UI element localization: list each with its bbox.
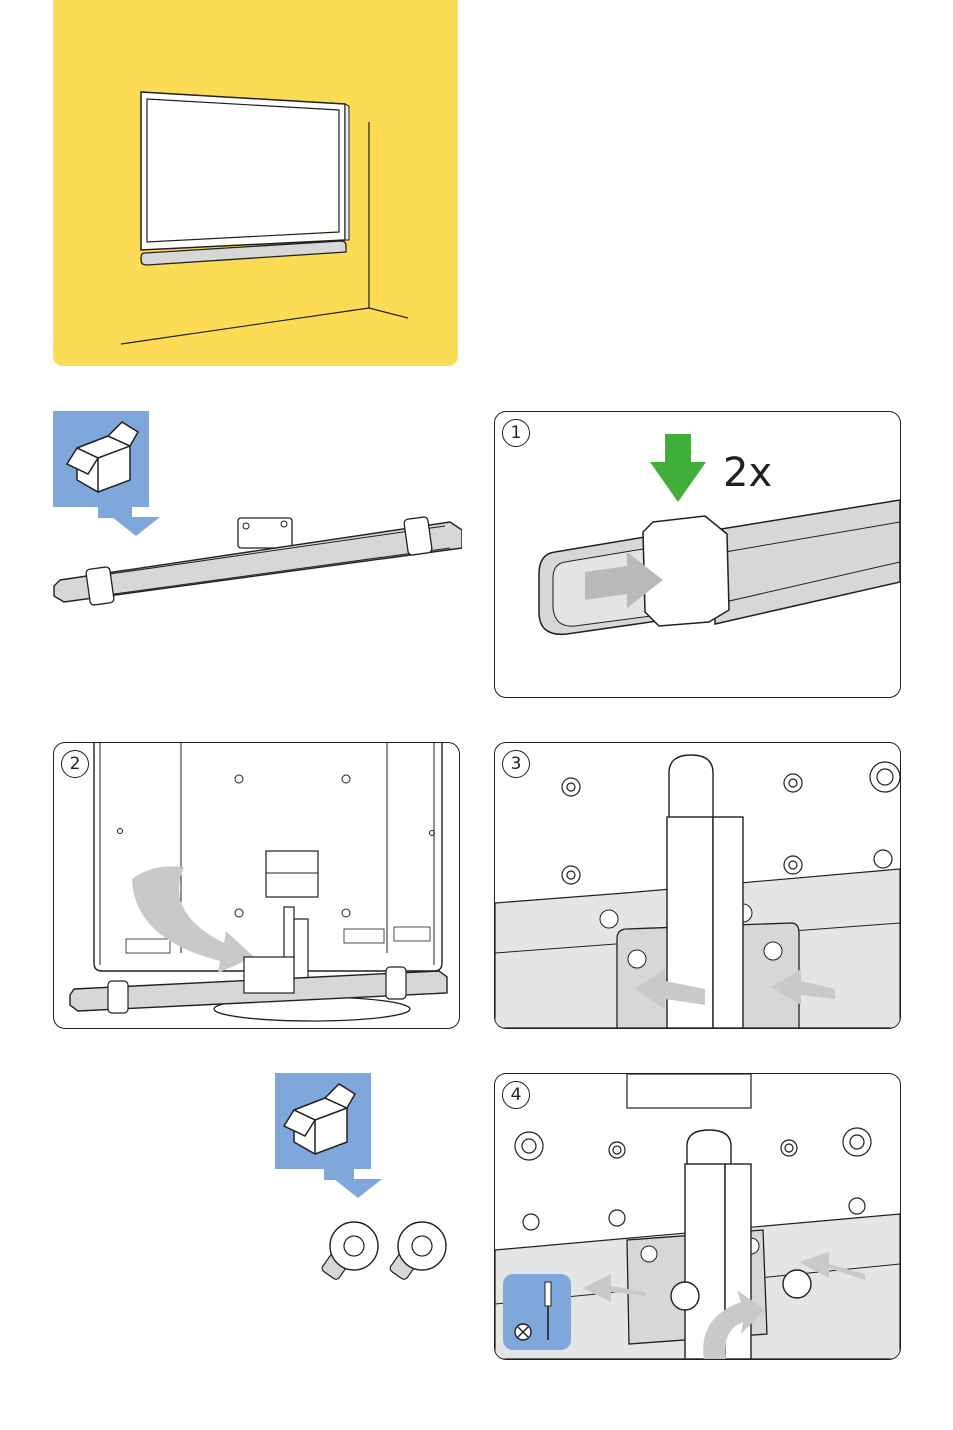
hero-illustration: [53, 0, 458, 366]
screw-icon: [321, 1222, 378, 1281]
box-contents-soundbar: [50, 410, 462, 610]
circle-x-icon: [515, 1324, 531, 1340]
screw-icon: [389, 1222, 446, 1281]
step-number: 4: [502, 1081, 530, 1109]
down-arrow-icon: [650, 434, 706, 502]
tv-icon: [141, 92, 349, 250]
step-3-panel: 3: [494, 742, 901, 1029]
step-1-panel: 1 2x: [494, 411, 901, 698]
tv-back-icon: [94, 743, 442, 971]
screwdriver-icon: [503, 1274, 571, 1350]
open-box-icon: [275, 1073, 382, 1198]
step-2-panel: 2: [53, 742, 460, 1029]
step-4-panel: 4: [494, 1073, 901, 1360]
open-box-icon: [53, 411, 160, 536]
box-contents-screws: [272, 1072, 462, 1292]
